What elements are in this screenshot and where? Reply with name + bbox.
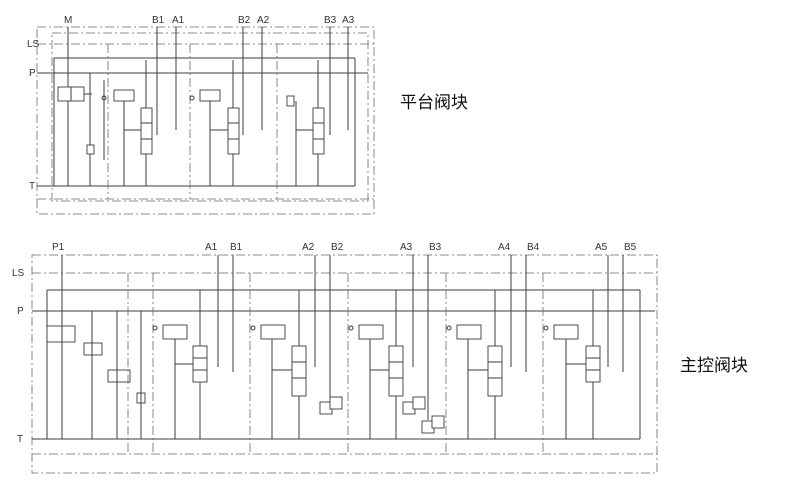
main-spool-valve-3 (388, 345, 404, 397)
main-spool-valve-1 (192, 345, 208, 383)
main-pressure-valve (83, 342, 103, 356)
main-port-b4: B4 (527, 242, 540, 253)
platform-p-label: P (29, 68, 36, 79)
platform-spool-valve-1 (140, 107, 153, 155)
main-spool-valve-4 (487, 345, 503, 397)
main-compensator-2 (260, 324, 286, 340)
main-check-valve-3b (412, 396, 426, 410)
platform-block-title: 平台阀块 (400, 93, 468, 113)
main-check-valve-2b (329, 396, 343, 410)
platform-port-a2: A2 (257, 15, 270, 26)
platform-ls-label: LS (27, 39, 40, 50)
platform-t-label: T (29, 181, 35, 192)
main-ls-label: LS (12, 268, 25, 279)
platform-spool-valve-3 (312, 107, 325, 155)
platform-inner-frame (51, 32, 369, 202)
main-port-b2: B2 (331, 242, 344, 253)
main-t-label: T (17, 434, 23, 445)
main-port-b5: B5 (624, 242, 637, 253)
main-block-outline (31, 254, 658, 474)
main-port-b1: B1 (230, 242, 243, 253)
platform-port-a3: A3 (342, 15, 355, 26)
main-spool-valve-2 (291, 345, 307, 397)
main-port-a2: A2 (302, 242, 315, 253)
platform-port-m: M (64, 15, 72, 26)
platform-port-b1: B1 (152, 15, 165, 26)
platform-valve-block: LS P T M B1 A1 B2 A2 B3 A3 (27, 15, 375, 215)
main-block-title: 主控阀块 (680, 356, 748, 376)
main-port-a5: A5 (595, 242, 608, 253)
main-compensator-3 (358, 324, 384, 340)
main-spool-valve-5 (585, 345, 601, 383)
platform-compensator-2 (199, 89, 221, 102)
main-check-valve-3d (431, 415, 445, 429)
main-port-p1: P1 (52, 242, 65, 253)
main-port-b3: B3 (429, 242, 442, 253)
platform-port-a1: A1 (172, 15, 185, 26)
main-port-a1: A1 (205, 242, 218, 253)
platform-spool-valve-2 (227, 107, 240, 155)
platform-block-outline (36, 26, 375, 215)
platform-shuttle-valve-3 (286, 95, 295, 107)
main-p-label: P (17, 306, 24, 317)
platform-compensator-1 (113, 89, 135, 102)
platform-port-b2: B2 (238, 15, 251, 26)
main-port-a3: A3 (400, 242, 413, 253)
main-compensator-4 (456, 324, 482, 340)
main-compensator-5 (553, 324, 579, 340)
main-relief-valve (46, 325, 76, 343)
main-valve-block: LS P T P1 A1 B1 A2 B2 A3 B3 A4 B4 A5 B5 (12, 242, 658, 474)
main-unloading-valve (107, 369, 131, 383)
main-port-a4: A4 (498, 242, 511, 253)
platform-port-b3: B3 (324, 15, 337, 26)
platform-shuttle-valve (86, 144, 95, 155)
main-compensator-1 (162, 324, 188, 340)
